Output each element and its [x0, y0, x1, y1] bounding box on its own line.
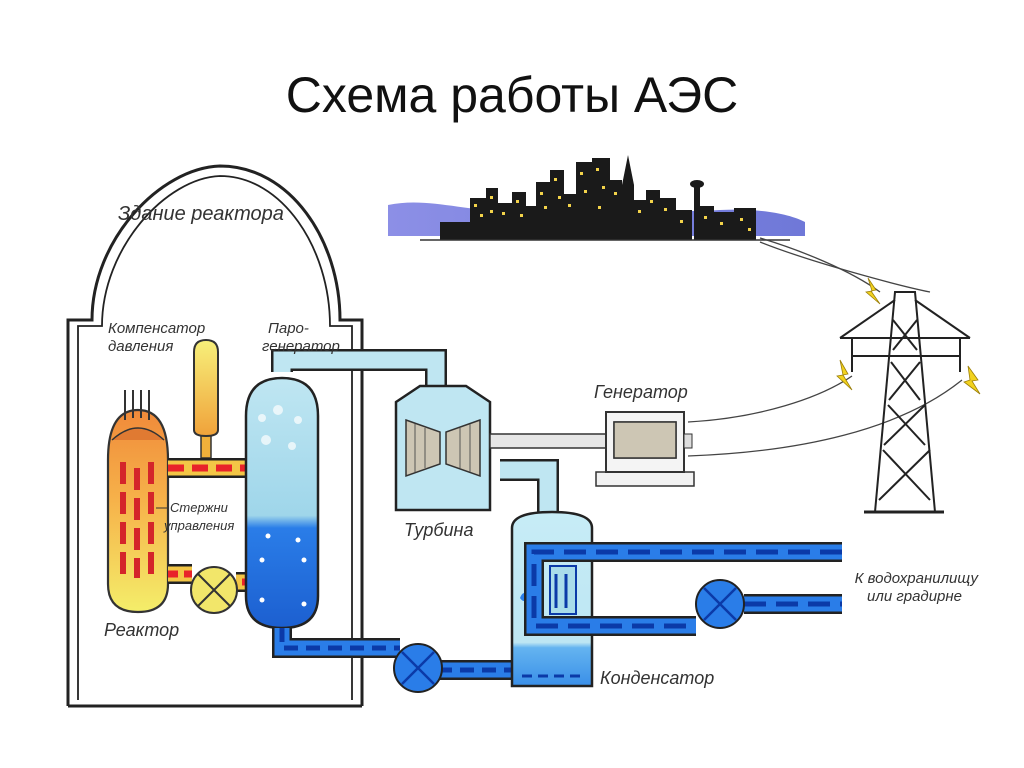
power-lines: [687, 237, 963, 457]
condenser-label: Конденсатор: [600, 668, 714, 688]
steam-gen-label-2: генератор: [262, 338, 340, 355]
control-rods-label-1: Стержни: [170, 500, 228, 515]
pressurizer-label-1: Компенсатор: [108, 320, 205, 337]
pump-icon: [190, 566, 238, 614]
pump-icon: [393, 643, 443, 693]
feedwater-pipe: [272, 628, 520, 680]
reactor-vessel: [106, 390, 170, 614]
turbine: [394, 384, 492, 512]
generator: [595, 411, 695, 487]
power-pylon-icon: [839, 291, 971, 514]
pump-icon: [695, 579, 745, 629]
cooling-loop: [524, 542, 842, 636]
shaft: [489, 433, 609, 449]
lightning-icon: [836, 277, 981, 395]
slide-title: Схема работы АЭС: [285, 67, 739, 123]
exhaust-pipe: [500, 459, 559, 520]
reactor-building-label: Здание реактора: [118, 203, 284, 225]
city-skyline-icon: [388, 155, 805, 241]
pressurizer-label-2: давления: [108, 338, 173, 355]
turbine-label: Турбина: [404, 520, 473, 540]
reservoir-label-2: или градирне: [867, 588, 962, 605]
reactor-building: [66, 164, 364, 708]
pressurizer: [193, 338, 219, 459]
steam-pipe: [271, 349, 447, 392]
turbine-blades-icon: [405, 418, 481, 478]
control-rods-label-2: управления: [163, 518, 234, 533]
reservoir-label-1: К водохранилищу: [855, 570, 980, 587]
generator-label: Генератор: [594, 382, 688, 402]
reactor-label: Реактор: [104, 620, 179, 640]
steam-generator: [244, 376, 320, 630]
steam-gen-label-1: Паро-: [268, 320, 309, 337]
